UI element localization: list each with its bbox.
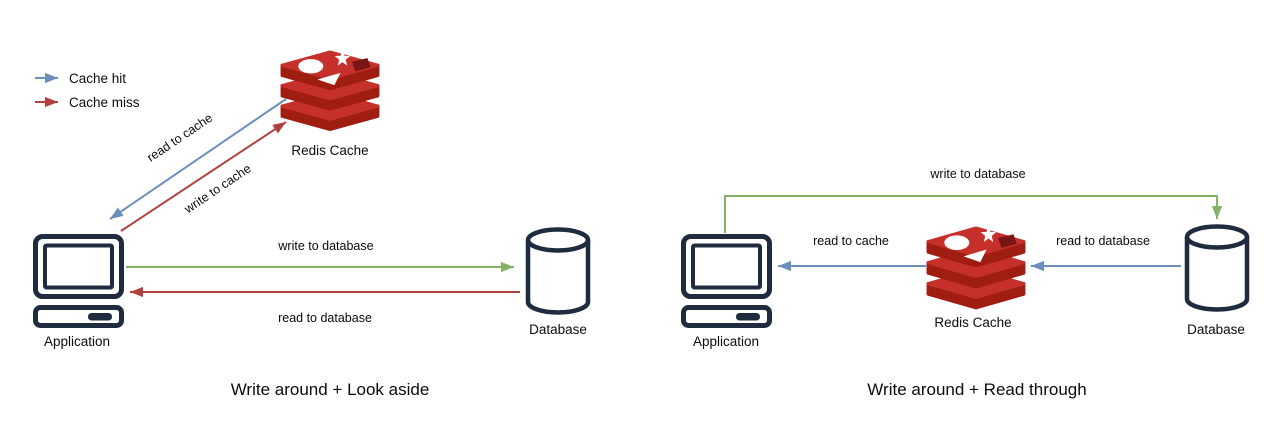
diagram-title-look-aside: Write around + Look aside <box>231 380 430 399</box>
edge-read-to-cache <box>109 98 287 220</box>
application-label: Application <box>693 334 759 349</box>
legend-cache-hit-label: Cache hit <box>69 71 126 86</box>
legend-cache-miss-label: Cache miss <box>69 95 140 110</box>
edge-write-to-database <box>724 195 1223 233</box>
edge-label-read-to-database: read to database <box>1056 234 1150 248</box>
diagram-title-read-through: Write around + Read through <box>867 380 1086 399</box>
redis-cache-icon <box>280 48 380 132</box>
diagram-write-around-read-through: write to database read to database read … <box>684 167 1248 399</box>
edge-label-write-to-database: write to database <box>929 167 1025 181</box>
edge-label-read-to-cache: read to cache <box>813 234 889 248</box>
database-label: Database <box>1187 322 1245 337</box>
edge-write-to-cache <box>120 121 287 232</box>
application-icon <box>684 237 770 326</box>
edge-label-read-to-database: read to database <box>278 311 372 325</box>
application-icon <box>36 237 122 326</box>
edge-label-read-to-cache: read to cache <box>144 111 215 165</box>
database-icon <box>528 230 588 313</box>
application-label: Application <box>44 334 110 349</box>
redis-cache-icon <box>926 224 1026 310</box>
edge-label-write-to-database: write to database <box>277 239 373 253</box>
database-label: Database <box>529 322 587 337</box>
database-icon <box>1187 227 1247 310</box>
redis-cache-label: Redis Cache <box>934 315 1011 330</box>
legend: Cache hit Cache miss <box>35 71 140 110</box>
redis-cache-label: Redis Cache <box>291 143 368 158</box>
edge-label-write-to-cache: write to cache <box>181 161 254 216</box>
